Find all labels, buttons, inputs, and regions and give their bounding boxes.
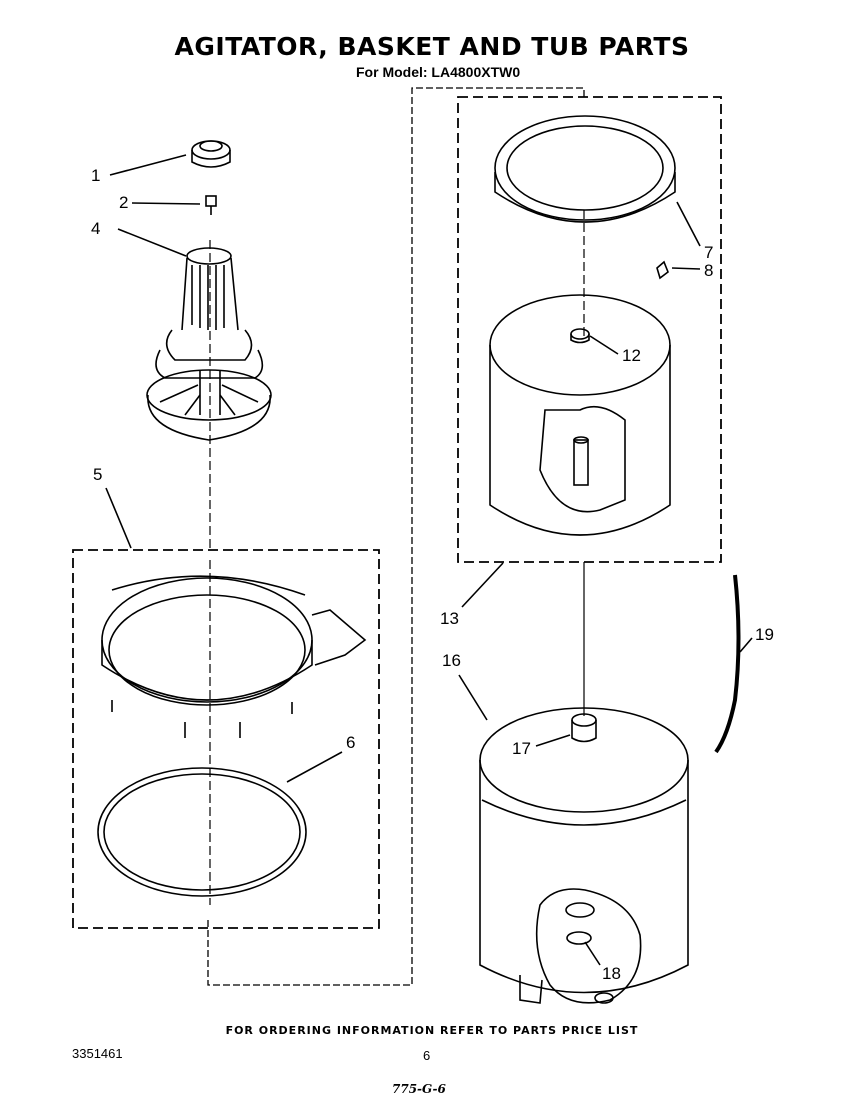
hub-nut-part-12 — [570, 328, 590, 344]
leader-line-16 — [458, 674, 488, 721]
seal-part-17 — [571, 713, 597, 743]
leader-line-2 — [131, 202, 201, 205]
leader-line-8 — [671, 267, 701, 270]
hose-part-19 — [714, 574, 741, 754]
outer-tub-part-16 — [479, 707, 689, 1004]
callout-2: 2 — [119, 193, 128, 212]
callout-12: 12 — [622, 346, 641, 365]
spin-basket-part-13 — [489, 294, 671, 536]
model-subtitle: For Model: LA4800XTW0 — [356, 64, 521, 80]
leader-line-5 — [105, 487, 132, 549]
callout-4: 4 — [91, 219, 100, 238]
fastener-part-2 — [205, 195, 217, 215]
tub-ring-part-5 — [101, 575, 367, 738]
callout-6: 6 — [346, 733, 355, 752]
leader-line-12 — [589, 335, 619, 355]
callout-7: 7 — [704, 243, 713, 262]
assembly-connector-line — [207, 87, 585, 986]
balance-ring-part-7 — [494, 115, 676, 223]
handwritten-note: 775-G-6 — [392, 1082, 446, 1096]
leader-line-6 — [286, 751, 343, 783]
page-number: 6 — [423, 1048, 431, 1063]
callout-17: 17 — [512, 739, 531, 758]
callout-8: 8 — [704, 261, 713, 280]
leader-line-7 — [676, 201, 701, 247]
leader-line-19 — [739, 637, 753, 653]
agitator-cap-part-1 — [191, 140, 231, 168]
group-box-5 — [72, 549, 380, 929]
leader-line-17 — [535, 734, 571, 747]
agitator-part-4 — [146, 247, 272, 441]
document-number: 3351461 — [72, 1046, 123, 1061]
leader-line-13 — [461, 562, 504, 608]
page-title: AGITATOR, BASKET AND TUB PARTS — [174, 32, 690, 61]
gasket-part-6 — [97, 767, 307, 897]
callout-5: 5 — [93, 465, 102, 484]
group-box-13 — [457, 96, 722, 563]
clip-part-8 — [656, 260, 669, 280]
callout-1: 1 — [91, 166, 100, 185]
leader-line-4 — [117, 228, 187, 257]
leader-line-1 — [109, 154, 187, 176]
callout-19: 19 — [755, 625, 774, 644]
callout-13: 13 — [440, 609, 459, 628]
leader-line-18 — [584, 941, 601, 966]
callout-16: 16 — [442, 651, 461, 670]
callout-18: 18 — [602, 964, 621, 983]
ordering-info-footer: FOR ORDERING INFORMATION REFER TO PARTS … — [225, 1024, 639, 1037]
